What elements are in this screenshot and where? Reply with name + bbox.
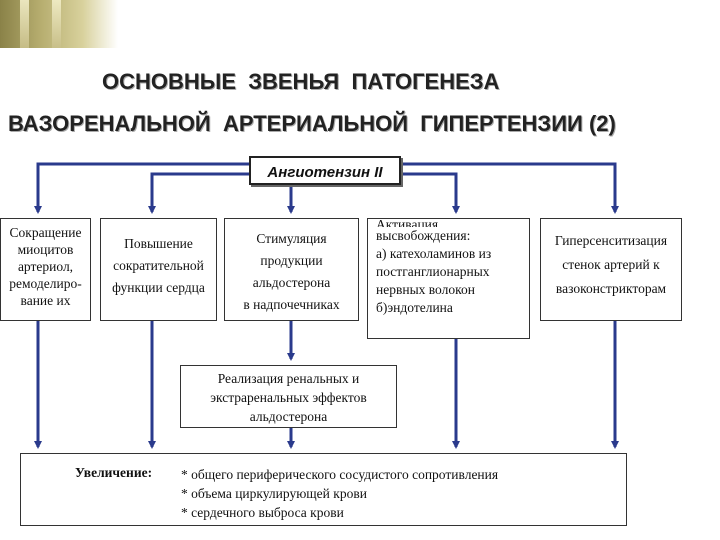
effect-line: вание их bbox=[20, 293, 71, 308]
outcome-item: * сердечного выброса крови bbox=[181, 505, 344, 520]
effect-line: продукции bbox=[260, 253, 323, 268]
effect-line: артериол, bbox=[17, 259, 74, 274]
effect-line: постганглионарных bbox=[376, 264, 490, 279]
effect-line: в надпочечниках bbox=[243, 297, 340, 312]
effect-line: Активация bbox=[376, 217, 439, 227]
effect-line: б)эндотелина bbox=[376, 300, 453, 315]
outcome-item: * общего периферического сосудистого соп… bbox=[181, 467, 499, 482]
effect-line: вазоконстрикторам bbox=[555, 281, 667, 296]
effect-line: стенок артерий к bbox=[562, 257, 660, 272]
effect-box-cardiac: Повышение сократительной функции сердца bbox=[100, 218, 217, 321]
outcome-label: Увеличение: bbox=[75, 465, 153, 480]
banner-stripe bbox=[52, 0, 61, 48]
effect-line: Гиперсенситизация bbox=[554, 233, 668, 248]
effect-line: нервных волокон bbox=[376, 282, 475, 297]
outcome-list: * общего периферического сосудистого соп… bbox=[181, 465, 498, 522]
effect-line: а) катехоламинов из bbox=[376, 246, 492, 261]
effect-line: Повышение bbox=[124, 236, 193, 251]
decorative-corner-banner bbox=[0, 0, 118, 48]
renal-line: альдостерона bbox=[249, 409, 328, 424]
arrow-to-box-2 bbox=[148, 172, 249, 214]
effect-line: миоцитов bbox=[17, 242, 74, 257]
angiotensin-node: Ангиотензин II bbox=[249, 156, 401, 185]
outcome-box: Увеличение: * общего периферического сос… bbox=[20, 453, 627, 526]
effect-line: высвобождения: bbox=[376, 228, 471, 243]
title-line-2: ВАЗОРЕНАЛЬНОЙ АРТЕРИАЛЬНОЙ ГИПЕРТЕНЗИИ (… bbox=[8, 111, 616, 136]
effect-line: функции сердца bbox=[112, 280, 205, 295]
effect-box-hypersensitization: Гиперсенситизация стенок артерий к вазок… bbox=[540, 218, 682, 321]
effect-line: Сокращение bbox=[9, 225, 82, 240]
renal-effects-box: Реализация ренальных и экстраренальных э… bbox=[180, 365, 397, 428]
banner-stripe bbox=[20, 0, 29, 48]
effect-line: ремоделиро- bbox=[9, 276, 82, 291]
arrow-to-box-4 bbox=[401, 172, 460, 214]
outcome-item: * объема циркулирующей крови bbox=[181, 486, 367, 501]
arrow-to-left-branch bbox=[34, 162, 249, 214]
renal-line: Реализация ренальных и bbox=[217, 371, 360, 386]
effect-box-release: Активация высвобождения: а) катехоламино… bbox=[367, 217, 530, 339]
effect-box-vasoconstriction: Сокращение миоцитов артериол, ремоделиро… bbox=[0, 218, 91, 321]
effect-box-aldosterone: Стимуляция продукции альдостерона в надп… bbox=[224, 218, 359, 321]
effect-line: сократительной bbox=[113, 258, 204, 273]
title-line-1: ОСНОВНЫЕ ЗВЕНЬЯ ПАТОГЕНЕЗА bbox=[102, 69, 500, 94]
arrow-to-right-branch bbox=[401, 162, 619, 214]
effect-line: Стимуляция bbox=[256, 231, 327, 246]
effect-line: альдостерона bbox=[252, 275, 331, 290]
renal-line: экстраренальных эффектов bbox=[210, 390, 367, 405]
